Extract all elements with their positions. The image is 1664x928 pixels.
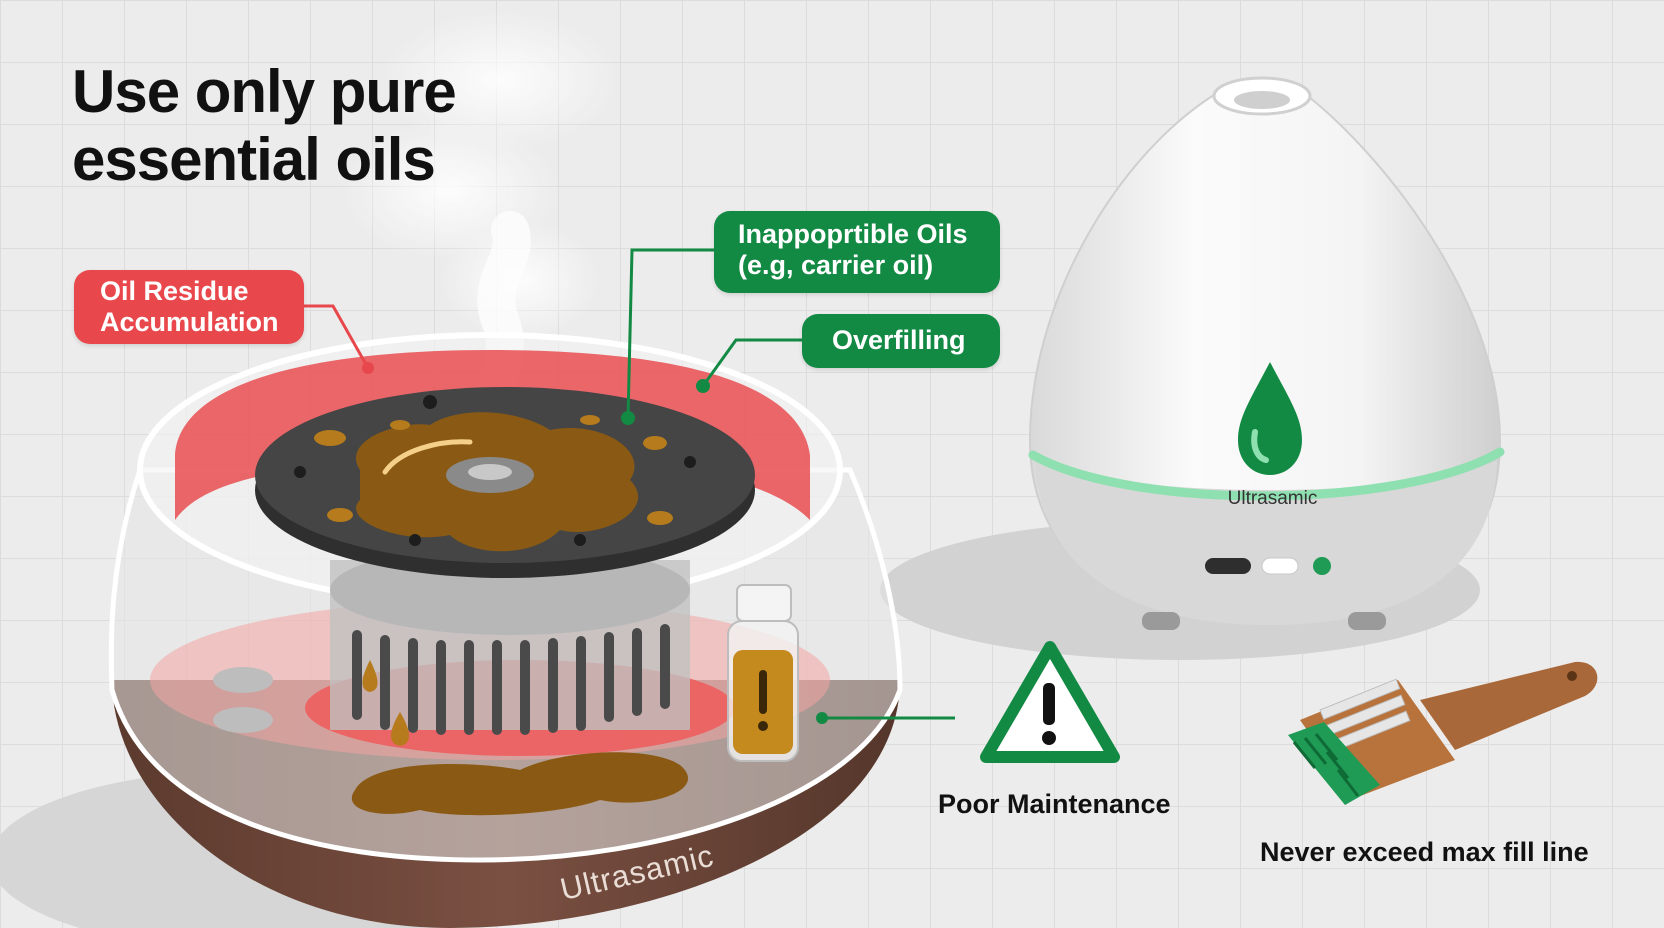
max-fill-label: Never exceed max fill line: [1260, 837, 1589, 867]
callout-oil-residue-line-1: Oil Residue: [100, 276, 249, 306]
callout-overfilling-text: Overfilling: [832, 325, 966, 355]
teardrop-brand-label: Ultrasamic: [1227, 488, 1318, 509]
control-button-light: [1261, 557, 1299, 575]
warning-triangle-icon: [980, 641, 1120, 763]
callout-inappropriate-line-1: Inappoprtible Oils: [738, 219, 968, 249]
cleaning-brush-icon: [1288, 661, 1598, 805]
callout-inappropriate-line-2: (e.g, carrier oil): [738, 250, 934, 280]
callout-oil-residue: Oil Residue Accumulation: [74, 270, 304, 344]
callout-leaders: [300, 248, 955, 724]
title-line-2: essential oils: [72, 126, 436, 193]
page-title: Use only pure essential oils: [72, 58, 457, 194]
poor-maintenance-label: Poor Maintenance: [938, 789, 1171, 819]
callout-inappropriate-oils: Inappoprtible Oils (e.g, carrier oil): [714, 211, 1000, 293]
teardrop-diffuser: [1028, 76, 1505, 630]
cutaway-diffuser: [108, 332, 903, 928]
control-button-power: [1205, 558, 1251, 574]
callout-oil-residue-line-2: Accumulation: [100, 307, 279, 337]
status-light: [1313, 557, 1331, 575]
essential-oil-bottle-icon: [727, 584, 799, 762]
callout-overfilling: Overfilling: [802, 314, 1000, 368]
title-line-1: Use only pure: [72, 58, 457, 125]
